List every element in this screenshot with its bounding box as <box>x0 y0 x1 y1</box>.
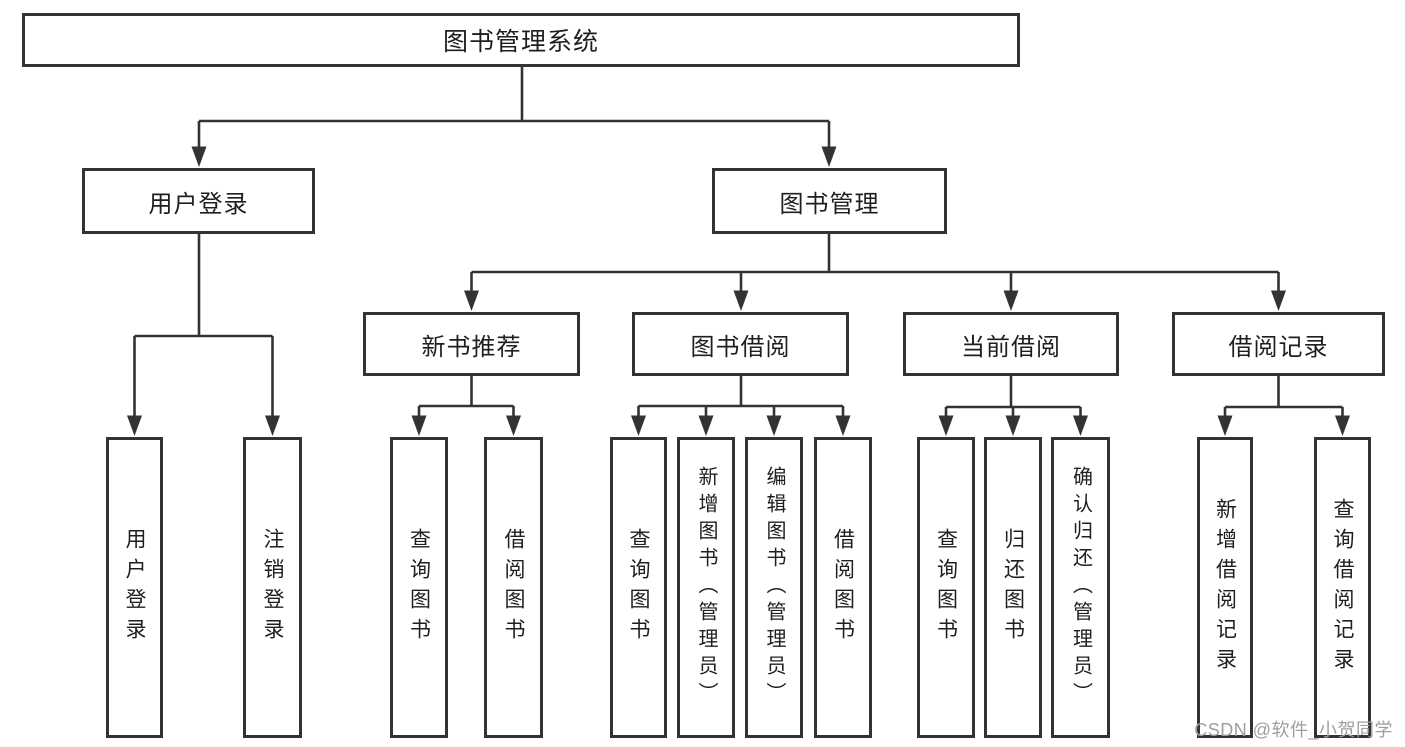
leaf-return-books: 归还图书 <box>984 437 1042 738</box>
csdn-watermark: CSDN @软件_小贺同学 <box>1194 720 1393 740</box>
leaf-query-books-current-label: 查询图书 <box>934 527 958 648</box>
leaf-logout-label: 注销登录 <box>261 527 284 648</box>
node-borrow-records: 借阅记录 <box>1172 312 1385 376</box>
leaf-add-book-admin-label: 新增图书（管理员） <box>695 466 717 709</box>
node-book-borrow-label: 图书借阅 <box>690 333 791 361</box>
node-new-book-recommend: 新书推荐 <box>363 312 580 376</box>
node-borrow-records-label: 借阅记录 <box>1228 333 1329 361</box>
leaf-query-borrow-record-label: 查询借阅记录 <box>1331 497 1354 678</box>
leaf-add-borrow-record-label: 新增借阅记录 <box>1213 497 1237 678</box>
leaf-user-login: 用户登录 <box>106 437 163 738</box>
node-current-borrow: 当前借阅 <box>903 312 1119 376</box>
leaf-query-borrow-record: 查询借阅记录 <box>1314 437 1371 738</box>
leaf-query-books-recommend: 查询图书 <box>390 437 448 738</box>
leaf-add-borrow-record: 新增借阅记录 <box>1197 437 1253 738</box>
leaf-edit-book-admin-label: 编辑图书（管理员） <box>763 466 785 709</box>
leaf-return-books-label: 归还图书 <box>1001 527 1025 648</box>
leaf-borrow-books-recommend: 借阅图书 <box>484 437 543 738</box>
node-user-login-label: 用户登录 <box>148 190 249 218</box>
node-root-system: 图书管理系统 <box>22 13 1020 67</box>
leaf-query-books-borrow-label: 查询图书 <box>627 527 650 648</box>
leaf-borrow-books: 借阅图书 <box>814 437 872 738</box>
leaf-edit-book-admin: 编辑图书（管理员） <box>745 437 803 738</box>
leaf-query-books-borrow: 查询图书 <box>610 437 667 738</box>
leaf-logout: 注销登录 <box>243 437 302 738</box>
leaf-query-books-recommend-label: 查询图书 <box>407 527 431 648</box>
node-root-system-label: 图书管理系统 <box>442 28 599 56</box>
node-book-borrow: 图书借阅 <box>632 312 849 376</box>
node-user-login: 用户登录 <box>82 168 315 234</box>
leaf-add-book-admin: 新增图书（管理员） <box>677 437 735 738</box>
leaf-user-login-label: 用户登录 <box>123 527 146 648</box>
leaf-confirm-return-admin: 确认归还（管理员） <box>1051 437 1110 738</box>
node-new-book-recommend-label: 新书推荐 <box>421 333 522 361</box>
leaf-confirm-return-admin-label: 确认归还（管理员） <box>1069 466 1092 709</box>
leaf-query-books-current: 查询图书 <box>917 437 975 738</box>
leaf-borrow-books-label: 借阅图书 <box>831 527 855 648</box>
node-book-management: 图书管理 <box>712 168 947 234</box>
node-current-borrow-label: 当前借阅 <box>961 333 1061 361</box>
node-book-management-label: 图书管理 <box>779 190 880 218</box>
leaf-borrow-books-recommend-label: 借阅图书 <box>502 527 525 648</box>
